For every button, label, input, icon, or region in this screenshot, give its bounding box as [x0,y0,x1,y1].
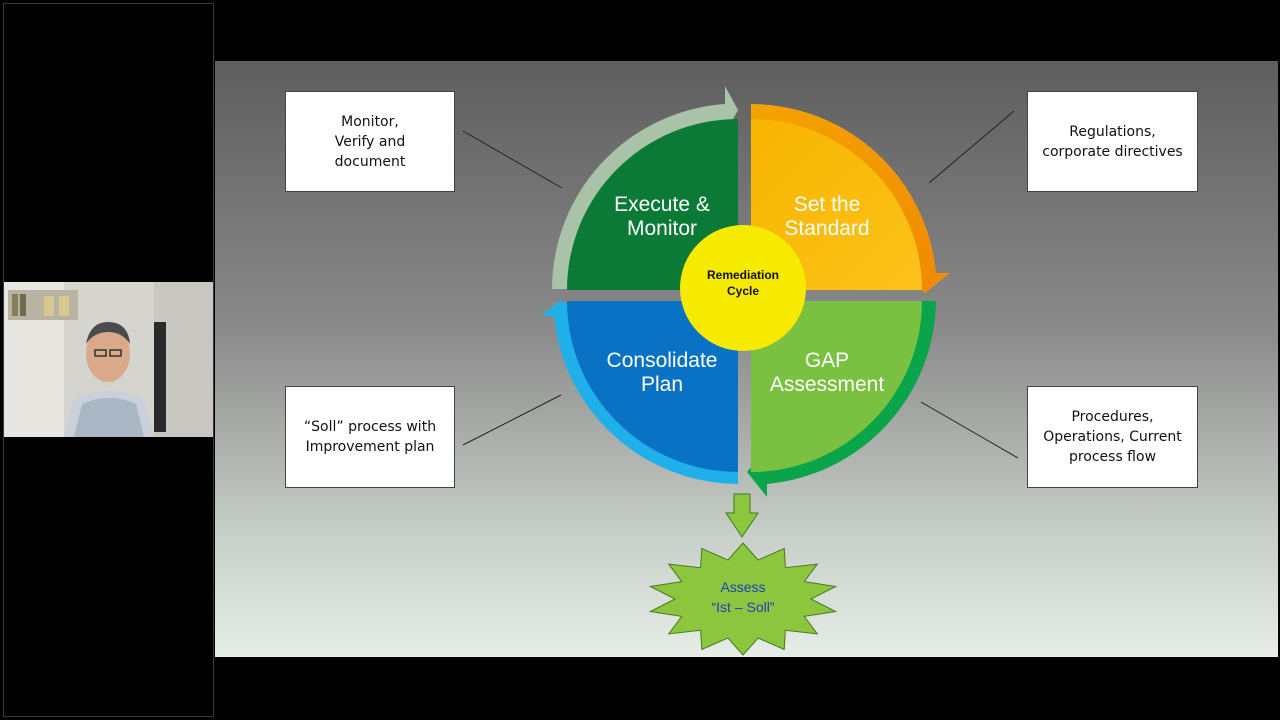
connector-line [462,130,563,189]
connector-line [462,394,562,446]
presentation-slide: Execute & Monitor Set the Standard Conso… [215,61,1278,657]
note-top-left-text: Monitor, Verify and document [334,113,406,170]
center-circle [680,225,806,351]
quadrant-gap [751,301,922,472]
note-top-right-text: Regulations, corporate directives [1042,123,1183,160]
remediation-cycle-diagram: Execute & Monitor Set the Standard Conso… [462,86,1019,656]
assess-starburst [648,542,838,656]
note-bottom-right-text: Procedures, Operations, Current process … [1043,409,1182,465]
quadrant-label-gap-2: Assessment [770,373,885,396]
quadrant-label-consolidate-1: Consolidate [607,349,718,372]
quadrant-label-execute-1: Execute & [614,193,710,216]
quadrant-label-execute-2: Monitor [627,217,697,240]
center-label-1: Remediation [707,268,779,282]
connector-line [928,110,1015,184]
quadrant-label-standard-1: Set the [794,193,861,216]
quadrant-label-gap-1: GAP [805,349,849,372]
center-label-2: Cycle [727,284,759,298]
note-bottom-left-text: “Soll” process with Improvement plan [303,419,437,455]
note-bottom-left: “Soll” process with Improvement plan [285,386,455,488]
presenter-video[interactable] [4,282,213,437]
note-bottom-right: Procedures, Operations, Current process … [1027,386,1198,488]
quadrant-consolidate [567,301,738,472]
assess-label-1: Assess [720,579,765,595]
quadrant-label-standard-2: Standard [784,217,869,240]
note-top-right: Regulations, corporate directives [1027,91,1198,192]
quadrant-standard [751,119,922,290]
assess-label-2: “Ist – Soll” [711,599,774,615]
down-arrow-icon [725,493,759,538]
note-top-left: Monitor, Verify and document [285,91,455,192]
connector-line [920,401,1019,459]
quadrant-label-consolidate-2: Plan [641,373,683,396]
presenter-video-icon [4,282,213,437]
